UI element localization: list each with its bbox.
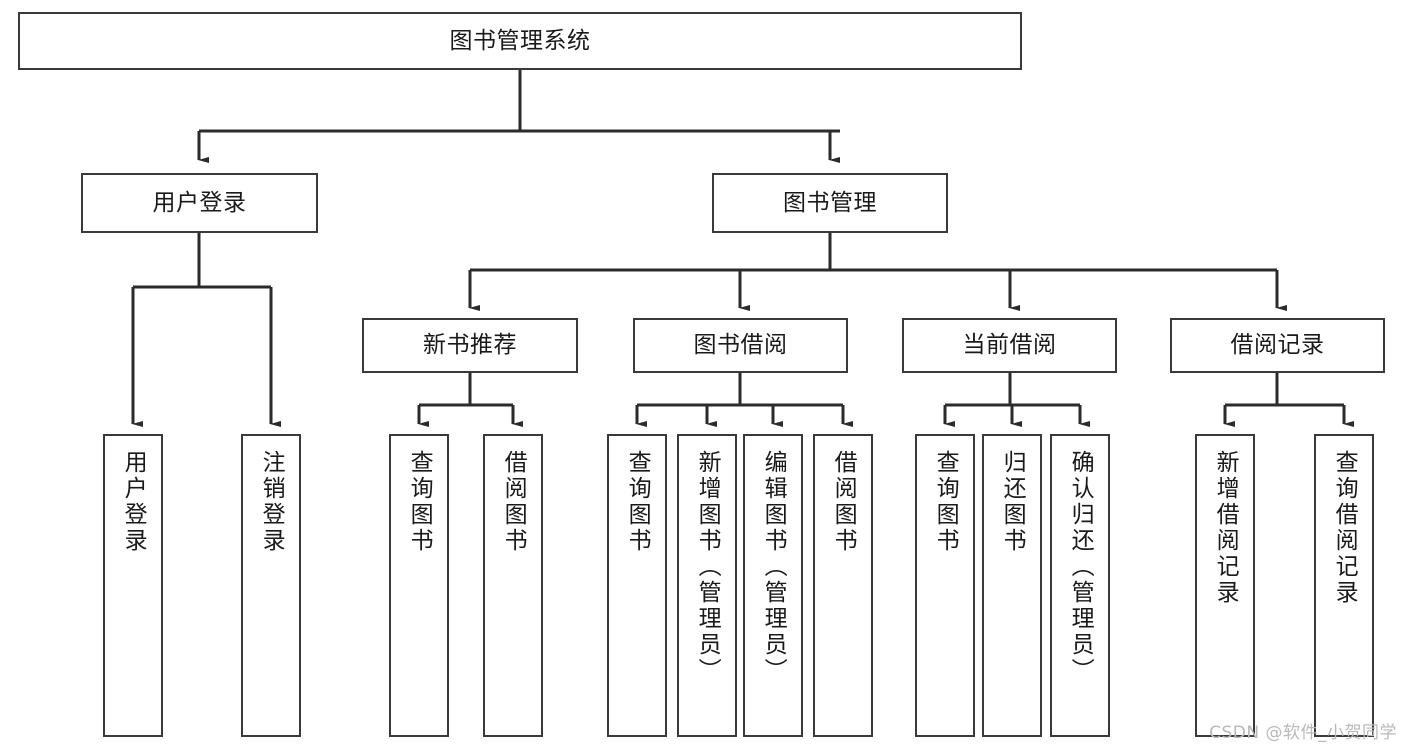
node-leaf-user-logout-label: 注销登录 — [258, 450, 285, 554]
node-leaf-edit-book[interactable]: 编辑图书（管理员） — [743, 434, 803, 737]
node-current-borrow[interactable]: 当前借阅 — [902, 318, 1117, 373]
node-leaf-borrow-book-2[interactable]: 借阅图书 — [813, 434, 873, 737]
node-leaf-query-book-1[interactable]: 查询图书 — [389, 434, 449, 737]
node-leaf-borrow-book-1[interactable]: 借阅图书 — [483, 434, 543, 737]
node-leaf-borrow-book-1-label: 借阅图书 — [500, 450, 527, 554]
node-borrow-record-label: 借阅记录 — [1230, 332, 1325, 359]
node-leaf-return-book[interactable]: 归还图书 — [982, 434, 1042, 737]
node-leaf-return-book-label: 归还图书 — [999, 450, 1026, 554]
node-leaf-query-record[interactable]: 查询借阅记录 — [1314, 434, 1374, 737]
node-leaf-user-logout[interactable]: 注销登录 — [241, 434, 301, 737]
node-leaf-query-book-3[interactable]: 查询图书 — [915, 434, 975, 737]
node-book-borrow[interactable]: 图书借阅 — [633, 318, 848, 373]
node-leaf-confirm-return-label: 确认归还（管理员） — [1067, 450, 1094, 684]
node-leaf-query-record-label: 查询借阅记录 — [1331, 450, 1358, 606]
node-root[interactable]: 图书管理系统 — [18, 12, 1022, 70]
node-leaf-user-login-label: 用户登录 — [120, 450, 147, 554]
node-leaf-add-record[interactable]: 新增借阅记录 — [1195, 434, 1255, 737]
node-leaf-user-login[interactable]: 用户登录 — [103, 434, 163, 737]
node-leaf-add-book-label: 新增图书（管理员） — [694, 450, 721, 684]
node-current-borrow-label: 当前借阅 — [962, 332, 1057, 359]
node-root-label: 图书管理系统 — [449, 27, 591, 54]
node-new-book-recommend[interactable]: 新书推荐 — [362, 318, 578, 373]
node-new-book-recommend-label: 新书推荐 — [423, 332, 517, 359]
node-leaf-borrow-book-2-label: 借阅图书 — [830, 450, 857, 554]
node-leaf-query-book-2-label: 查询图书 — [624, 450, 651, 554]
csdn-watermark: CSDN @软件_小贺同学 — [1209, 723, 1397, 743]
node-borrow-record[interactable]: 借阅记录 — [1170, 318, 1385, 373]
node-leaf-add-book[interactable]: 新增图书（管理员） — [677, 434, 737, 737]
node-leaf-edit-book-label: 编辑图书（管理员） — [760, 450, 787, 684]
node-book-manage-label: 图书管理 — [783, 189, 877, 216]
node-user-login[interactable]: 用户登录 — [81, 173, 318, 233]
node-leaf-query-book-3-label: 查询图书 — [932, 450, 959, 554]
node-book-borrow-label: 图书借阅 — [693, 332, 788, 359]
node-user-login-label: 用户登录 — [152, 189, 247, 216]
node-leaf-query-book-2[interactable]: 查询图书 — [607, 434, 667, 737]
node-leaf-add-record-label: 新增借阅记录 — [1212, 450, 1239, 606]
node-book-manage[interactable]: 图书管理 — [712, 173, 948, 233]
node-leaf-query-book-1-label: 查询图书 — [406, 450, 433, 554]
node-leaf-confirm-return[interactable]: 确认归还（管理员） — [1050, 434, 1110, 737]
